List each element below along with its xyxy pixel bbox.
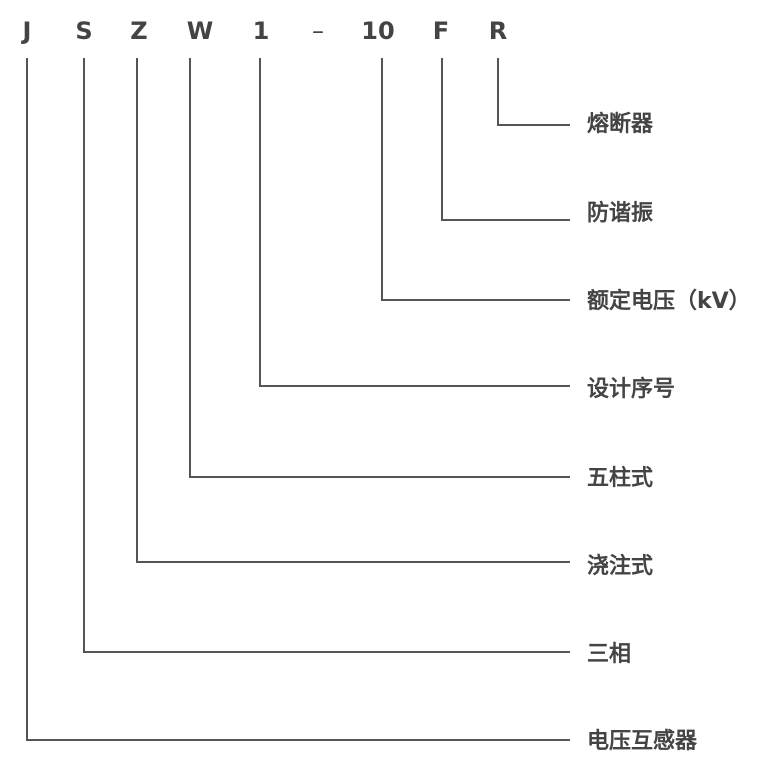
code-digit-1: 1 <box>252 17 270 45</box>
code-letter-w: W <box>186 17 214 45</box>
label-rated-voltage: 额定电压（kV） <box>587 289 751 314</box>
connector-r-fuse <box>497 58 570 126</box>
label-three-phase: 三相 <box>587 642 632 667</box>
connector-s-three-phase <box>83 58 570 653</box>
connector-z-cast-type <box>136 58 570 563</box>
label-design-number: 设计序号 <box>587 377 676 402</box>
code-letter-r: R <box>488 17 508 45</box>
code-letter-j: J <box>22 17 32 45</box>
connector-w-five-column <box>189 58 570 478</box>
connector-10-rated-voltage <box>381 58 570 301</box>
code-dash: – <box>312 17 324 45</box>
label-voltage-transformer: 电压互感器 <box>587 729 698 754</box>
connector-j-voltage-transformer <box>26 58 570 741</box>
label-anti-resonance: 防谐振 <box>587 201 654 226</box>
label-cast-type: 浇注式 <box>587 554 654 579</box>
connector-1-design-number <box>259 58 570 387</box>
connector-f-anti-resonance <box>441 58 570 221</box>
code-letter-f: F <box>432 17 450 45</box>
label-fuse: 熔断器 <box>587 112 654 137</box>
code-letter-s: S <box>75 17 93 45</box>
label-five-column: 五柱式 <box>587 466 654 491</box>
code-number-10: 10 <box>361 17 395 45</box>
code-letter-z: Z <box>130 17 148 45</box>
